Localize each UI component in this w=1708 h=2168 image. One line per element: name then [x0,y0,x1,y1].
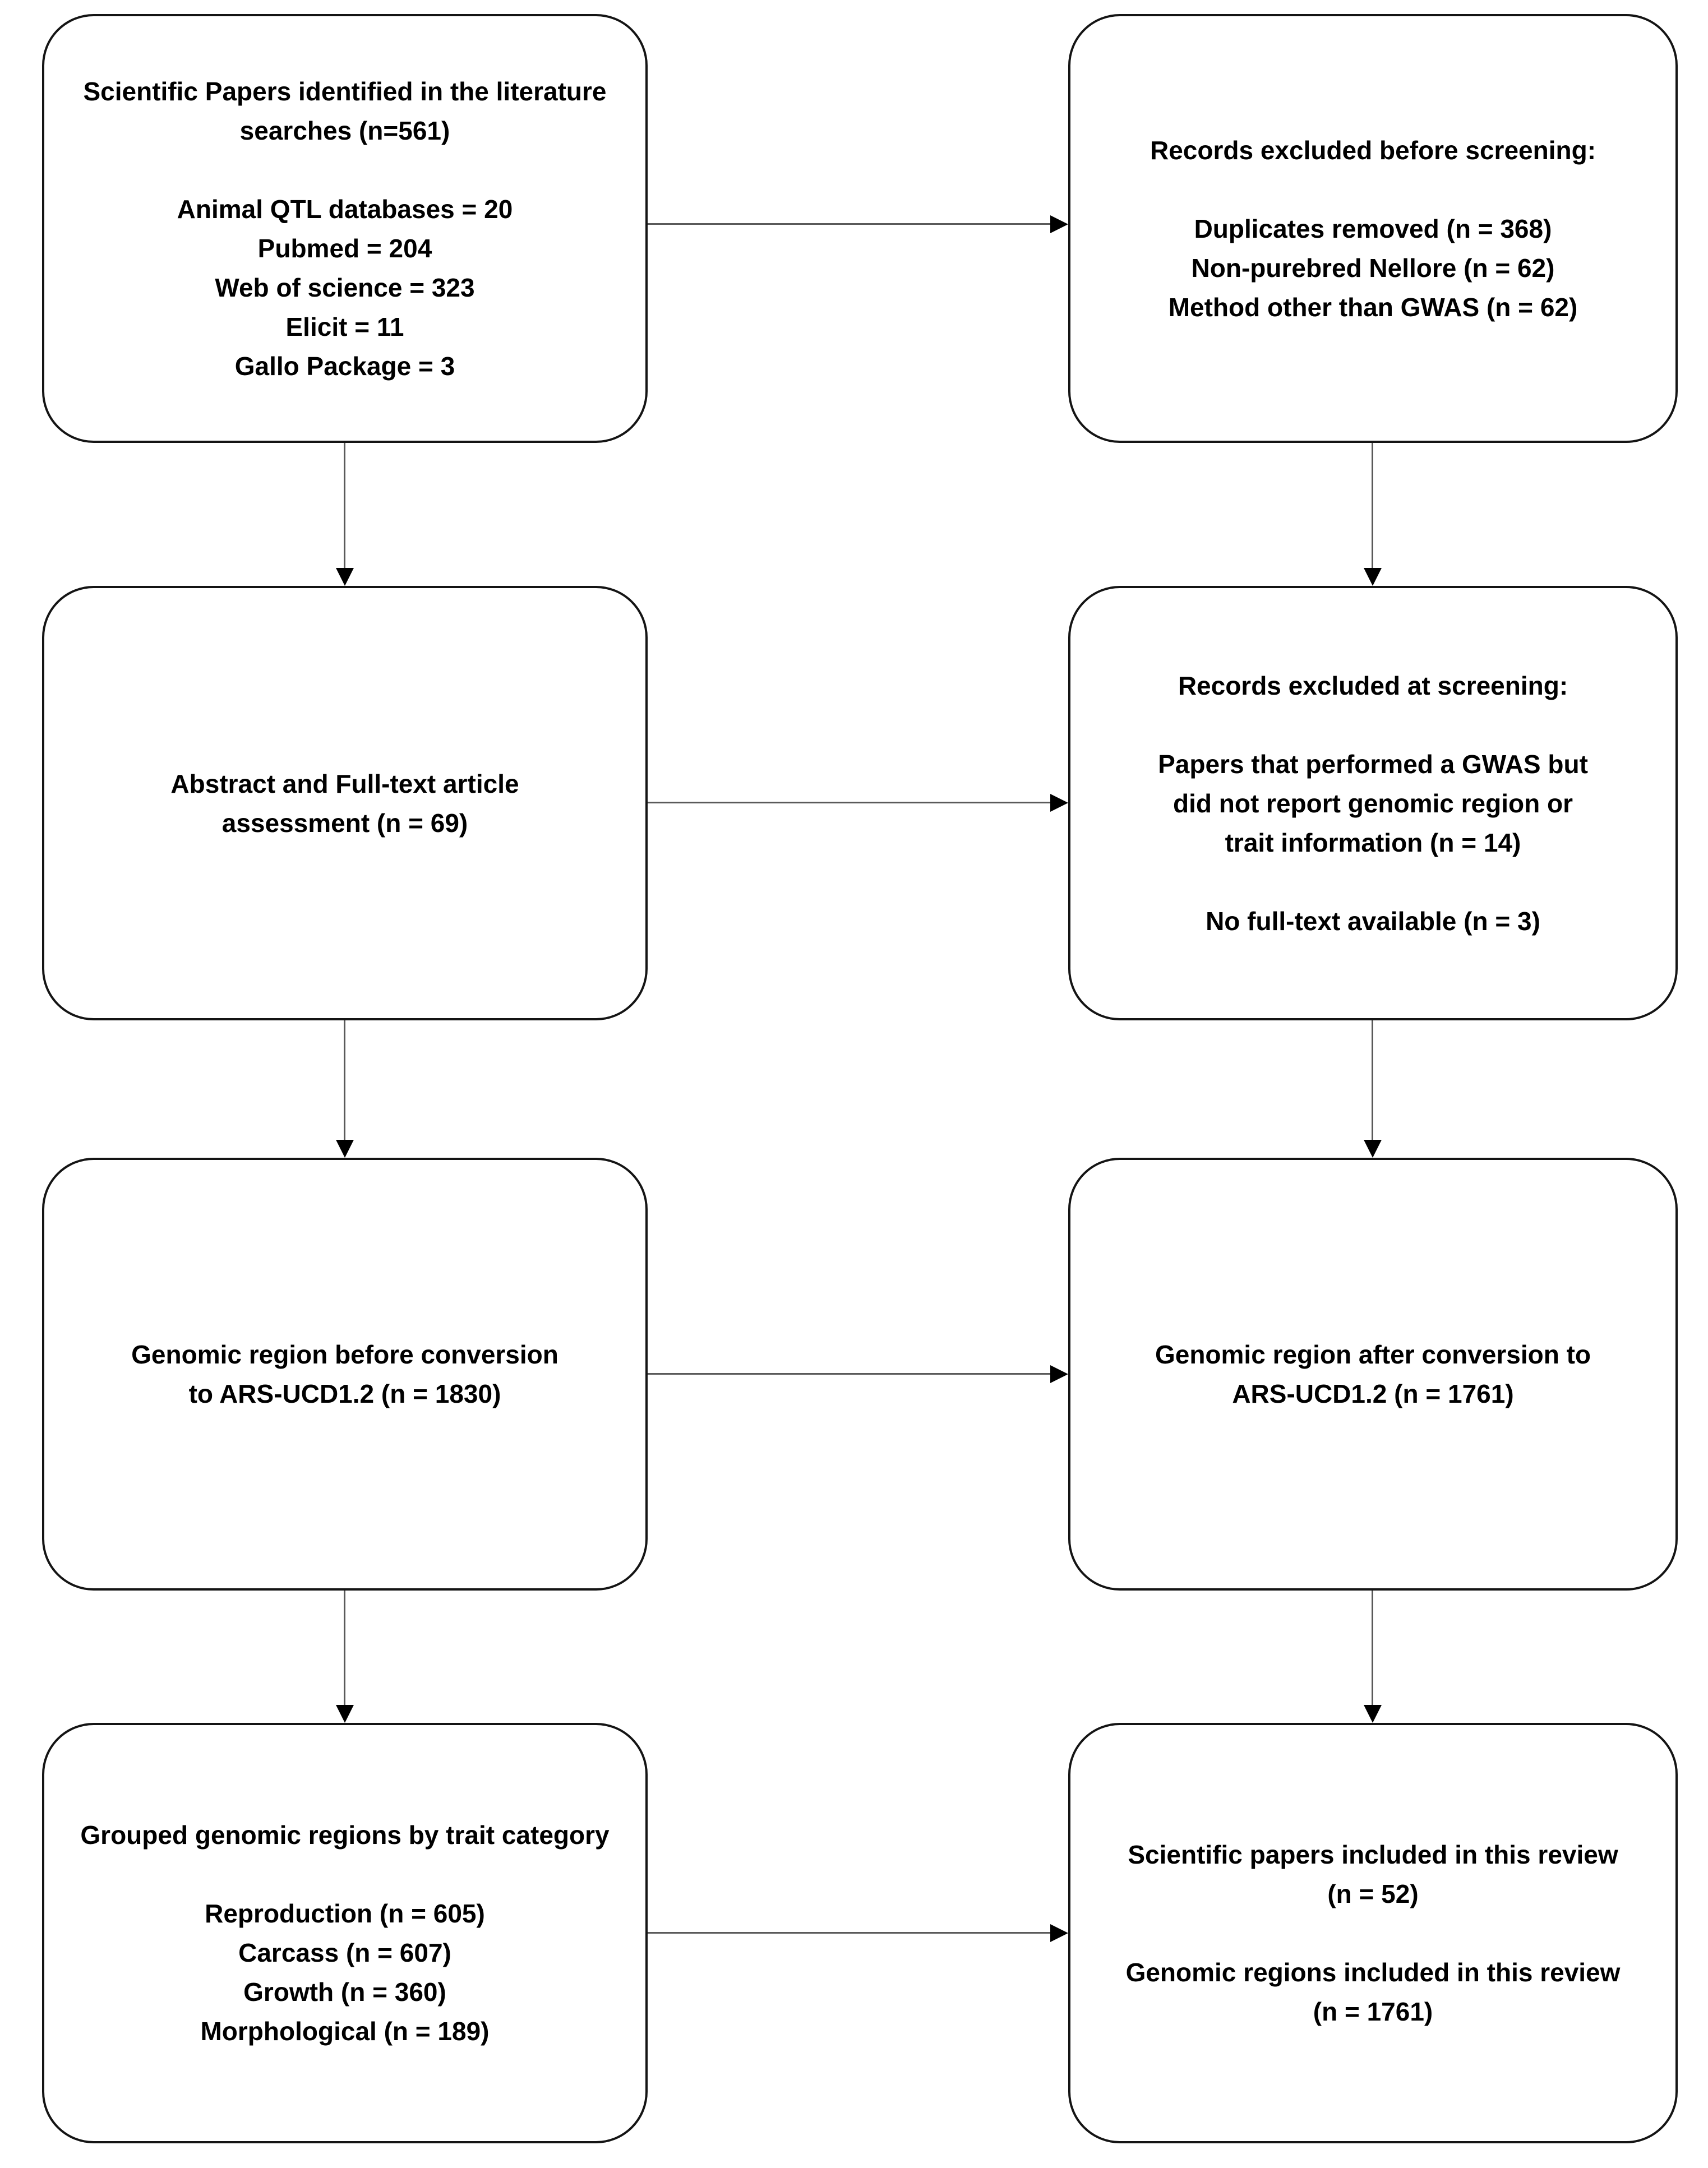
arrowhead-down-icon [336,1140,354,1158]
box-line [1369,1913,1377,1953]
box-line: trait information (n = 14) [1225,828,1521,857]
box-line: Papers that performed a GWAS but [1158,749,1588,779]
connector-line [344,1591,345,1705]
box-line: Carcass (n = 607) [238,1938,451,1967]
connector-line [1372,1591,1373,1705]
box-line: (n = 52) [1327,1879,1419,1908]
box-line: (n = 1761) [1313,1997,1433,2026]
arrowhead-right-icon [1050,1924,1068,1942]
box-line: Reproduction (n = 605) [205,1899,485,1928]
box-line: Non-purebred Nellore (n = 62) [1191,253,1555,283]
box-line: Elicit = 11 [285,312,404,341]
connector-line [648,223,1050,225]
arrowhead-down-icon [336,1705,354,1723]
box-line: Records excluded at screening: [1178,671,1568,700]
box-records-excluded-before-screening: Records excluded before screening: Dupli… [1068,14,1678,443]
connector-line [648,1932,1050,1934]
box-line [341,1855,349,1894]
box-line: ARS-UCD1.2 (n = 1761) [1232,1379,1514,1408]
arrowhead-right-icon [1050,215,1068,233]
box-records-excluded-at-screening: Records excluded at screening: Papers th… [1068,586,1678,1020]
box-line [1369,862,1377,902]
box-genomic-region-after-conversion: Genomic region after conversion to ARS-UC… [1068,1158,1678,1591]
connector-line [1372,443,1373,568]
box-line: Records excluded before screening: [1150,135,1596,165]
box-grouped-genomic-regions-by-trait: Grouped genomic regions by trait categor… [42,1723,648,2143]
box-line [341,150,349,189]
box-genomic-region-before-conversion: Genomic region before conversion to ARS-U… [42,1158,648,1591]
box-line: Grouped genomic regions by trait categor… [80,1820,610,1850]
box-included-in-review: Scientific papers included in this revie… [1068,1723,1678,2143]
box-line: searches (n=561) [239,115,450,145]
arrowhead-right-icon [1050,1365,1068,1383]
box-abstract-fulltext-assessment: Abstract and Full-text article assessment… [42,586,648,1020]
box-line: Genomic region after conversion to [1155,1340,1591,1369]
box-line: assessment (n = 69) [221,808,468,838]
arrowhead-down-icon [1364,1140,1382,1158]
box-line: Animal QTL databases = 20 [177,194,513,224]
connector-line [648,1373,1050,1375]
box-line: Method other than GWAS (n = 62) [1168,292,1578,322]
box-line: Morphological (n = 189) [200,2017,490,2046]
box-line: Duplicates removed (n = 368) [1194,214,1552,243]
box-line: Pubmed = 204 [257,233,432,263]
box-line: Abstract and Full-text article [170,769,519,798]
box-line: to ARS-UCD1.2 (n = 1830) [188,1379,501,1408]
box-line: No full-text available (n = 3) [1206,906,1540,936]
box-line: did not report genomic region or [1173,788,1573,818]
box-line [1369,170,1377,209]
box-line [1369,705,1377,745]
box-literature-search-identification: Scientific Papers identified in the lite… [42,14,648,443]
box-line: Growth (n = 360) [243,1977,446,2007]
box-line: Genomic region before conversion [131,1340,558,1369]
arrowhead-down-icon [336,568,354,586]
box-line: Web of science = 323 [215,272,475,302]
box-line: Scientific papers included in this revie… [1128,1840,1618,1869]
arrowhead-right-icon [1050,794,1068,812]
arrowhead-down-icon [1364,1705,1382,1723]
arrowhead-down-icon [1364,568,1382,586]
box-line: Scientific Papers identified in the lite… [83,76,607,106]
connector-line [344,1020,345,1140]
connector-line [648,802,1050,803]
box-line: Genomic regions included in this review [1125,1958,1621,1987]
connector-line [344,443,345,568]
connector-line [1372,1020,1373,1140]
box-line: Gallo Package = 3 [234,351,455,381]
